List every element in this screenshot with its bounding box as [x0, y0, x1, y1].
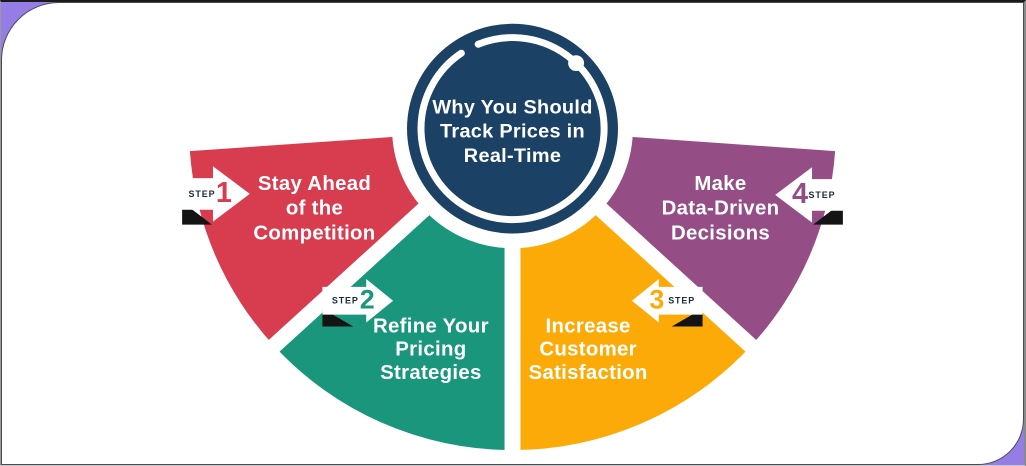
step-1-number: 1: [216, 177, 232, 209]
segment-labels: Stay Ahead of the Competition Refine You…: [253, 173, 779, 384]
step-3-label: STEP: [668, 296, 695, 306]
step-4-number: 4: [792, 178, 808, 210]
segment-1-label-line-1: Stay Ahead: [258, 173, 371, 195]
segment-4-label-line-2: Data-Driven: [662, 198, 780, 220]
step-1-arrow-icon: [165, 166, 250, 222]
segment-1-label-line-2: of the: [286, 198, 343, 220]
step-2-arrow-icon: [322, 279, 394, 323]
segment-2-label-line-2: Pricing: [395, 339, 466, 361]
loop-arc-dot: [568, 55, 585, 72]
segment-3-label-line-2: Customer: [539, 339, 637, 361]
segment-wedges: [189, 135, 836, 451]
wedge-step-4: [585, 135, 836, 346]
wedge-step-2: [274, 195, 513, 451]
step-3-number: 3: [649, 285, 664, 315]
divider-3-4: [576, 186, 772, 366]
segment-1-label-line-3: Competition: [253, 223, 375, 245]
center-title-line-2: Track Prices in: [440, 121, 585, 143]
segment-2-label-line-3: Strategies: [380, 362, 482, 384]
step-3-arrow-icon: [631, 279, 703, 323]
center-title-line-1: Why You Should: [432, 96, 592, 118]
segment-dividers: [253, 8, 772, 464]
step-arrows: [165, 166, 858, 323]
wedge-step-1: [189, 135, 440, 346]
segment-4-label-line-1: Make: [694, 173, 746, 195]
step-markers: STEP 1 STEP 2 3 STEP 4 STEP: [189, 177, 836, 315]
step-2-label: STEP: [332, 296, 359, 306]
step-4-label: STEP: [809, 190, 836, 200]
step-4-arrow-icon: [775, 167, 858, 223]
step-2-number: 2: [360, 285, 375, 315]
infographic-canvas: STEP 1 STEP 2 3 STEP 4 STEP Why You Shou…: [165, 8, 858, 464]
wedge-step-3: [512, 195, 751, 451]
segment-3-label-line-1: Increase: [546, 316, 631, 338]
segment-3-label-line-3: Satisfaction: [529, 362, 648, 384]
step-1-label: STEP: [189, 189, 216, 199]
center-title-line-3: Real-Time: [464, 145, 561, 167]
divider-1-2: [253, 186, 449, 366]
segment-4-label-line-3: Decisions: [671, 223, 770, 245]
loop-arc-icon: [417, 34, 608, 224]
center-gap-ring: [392, 8, 633, 249]
center-title: Why You Should Track Prices in Real-Time: [432, 96, 592, 166]
segment-2-label-line-1: Refine Your: [373, 316, 489, 338]
center-circle: [407, 23, 618, 234]
